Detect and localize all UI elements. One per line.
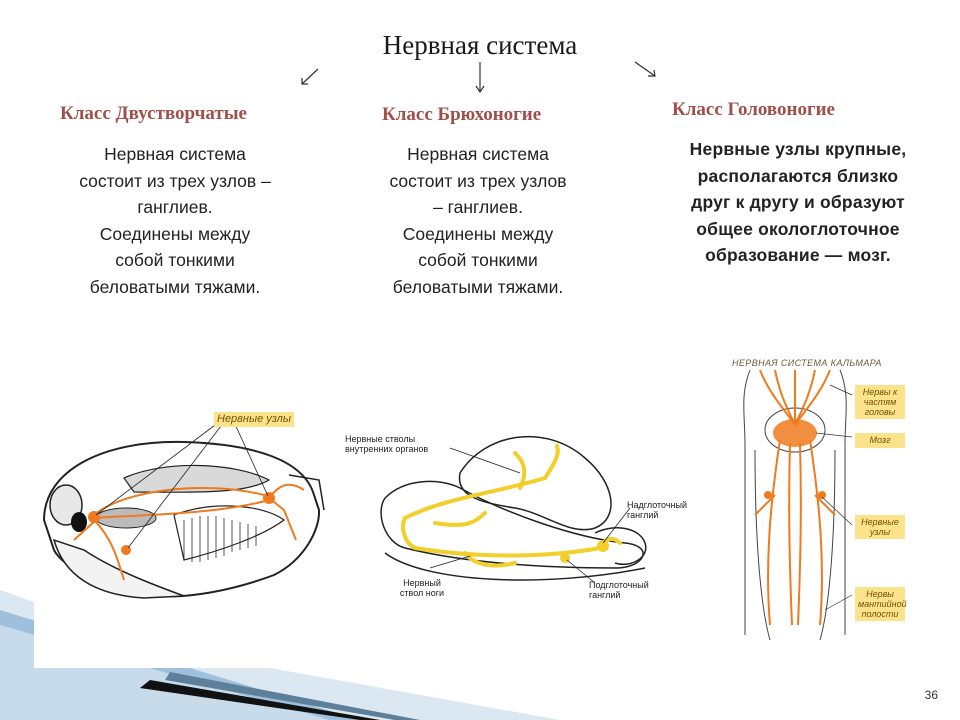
arrow-right-icon bbox=[634, 61, 656, 77]
desc-line: состоит из трех узлов bbox=[389, 170, 567, 191]
squid-label-ganglia: Нервные узлы bbox=[855, 515, 905, 539]
squid-label-mantle-nerves: Нервы мантийной полости bbox=[855, 587, 907, 621]
desc-line: Соединены между bbox=[402, 223, 554, 244]
bivalve-illustration bbox=[42, 421, 325, 599]
desc-line: общее окологлоточное bbox=[696, 218, 900, 239]
description-bivalves: Нервная система состоит из трех узлов – … bbox=[40, 141, 310, 300]
squid-label-brain: Мозг bbox=[855, 433, 905, 448]
desc-line: – ганглиев. bbox=[433, 197, 523, 217]
arrow-left-icon bbox=[301, 68, 319, 85]
desc-line: состоит из трех узлов – bbox=[79, 170, 271, 191]
desc-line: Нервные узлы крупные, bbox=[689, 139, 907, 159]
desc-line: беловатыми тяжами. bbox=[392, 276, 564, 297]
bivalve-label-ganglia: Нервные узлы bbox=[214, 412, 294, 427]
gastropod-illustration bbox=[380, 435, 647, 584]
heading-bivalves: Класс Двустворчатые bbox=[60, 103, 247, 124]
squid-diagram-title: НЕРВНАЯ СИСТЕМА КАЛЬМАРА bbox=[732, 358, 882, 368]
desc-line: собой тонкими bbox=[418, 250, 538, 270]
heading-gastropods: Класс Брюхоногие bbox=[382, 104, 542, 125]
desc-line: Нервная система bbox=[407, 144, 549, 164]
description-cephalopods: Нервные узлы крупные, располагаются близ… bbox=[662, 136, 934, 269]
desc-line: Соединены между bbox=[99, 223, 251, 244]
gastropod-label-foot-nerve: Нервный ствол ноги bbox=[399, 578, 445, 598]
desc-line: Нервная система bbox=[104, 144, 246, 164]
squid-illustration bbox=[743, 369, 853, 641]
slide-title: Нервная система bbox=[382, 30, 578, 60]
desc-line: располагаются близко bbox=[697, 165, 899, 186]
page-number: 36 bbox=[924, 688, 938, 702]
squid-label-head-nerves: Нервы к частям головы bbox=[855, 385, 905, 419]
arrow-down-icon bbox=[475, 62, 485, 94]
description-gastropods: Нервная система состоит из трех узлов – … bbox=[343, 141, 613, 300]
gastropod-label-subesophageal: Подглоточный ганглий bbox=[589, 580, 649, 600]
gastropod-label-supraesophageal: Надглоточный ганглий bbox=[627, 500, 687, 520]
gastropod-diagram: Нервные стволы внутренних органов Надгло… bbox=[345, 418, 715, 608]
squid-diagram: НЕРВНАЯ СИСТЕМА КАЛЬМАРА bbox=[730, 355, 930, 645]
desc-line: беловатыми тяжами. bbox=[89, 276, 261, 297]
desc-line: ганглиев. bbox=[137, 197, 213, 217]
heading-cephalopods: Класс Головоногие bbox=[672, 99, 835, 120]
bivalve-diagram: Нервные узлы bbox=[34, 400, 340, 668]
desc-line: друг к другу и образуют bbox=[691, 192, 905, 212]
desc-line: собой тонкими bbox=[115, 250, 235, 270]
desc-line: образование — мозг. bbox=[705, 245, 891, 265]
gastropod-label-internal-nerves: Нервные стволы внутренних органов bbox=[345, 434, 429, 454]
